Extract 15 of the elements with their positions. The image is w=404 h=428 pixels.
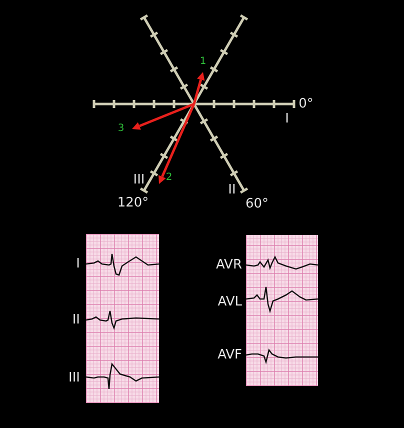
lead-label: 0°: [298, 98, 314, 110]
lead-label: II: [228, 184, 236, 196]
lead-label: 120°: [117, 196, 149, 210]
lead-label: AVF: [218, 348, 242, 362]
lead-label: AVR: [216, 258, 242, 272]
lead-label: 60°: [245, 198, 269, 210]
lead-label: II: [72, 314, 80, 326]
lead-label: I: [285, 112, 289, 126]
vector-number: 3: [118, 124, 124, 134]
lead-label: AVL: [218, 296, 242, 308]
vector-number: 2: [166, 173, 172, 183]
lead-label: I: [76, 258, 80, 270]
lead-label: III: [68, 372, 80, 384]
vector-number: 1: [200, 57, 206, 67]
lead-label: III: [133, 174, 145, 186]
